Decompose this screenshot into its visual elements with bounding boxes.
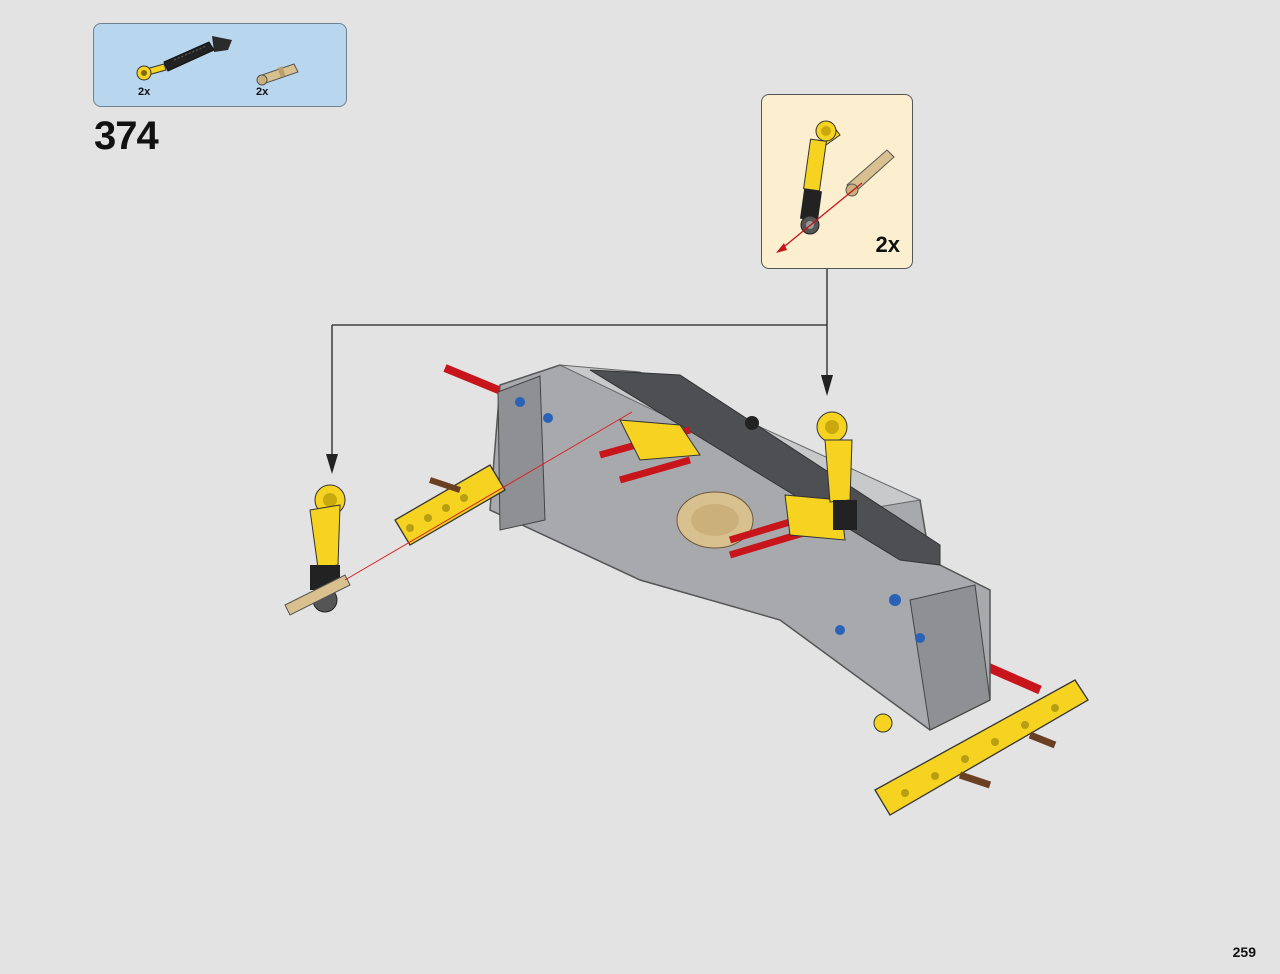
step-number: 374 (94, 114, 159, 158)
tan-axle-pin-icon (256, 63, 299, 86)
arrow-down-left-icon (326, 454, 338, 474)
part-quantity-2: 2x (256, 86, 269, 98)
parts-list-box: 2x 2x (93, 23, 347, 107)
right-shock-absorber (816, 411, 857, 530)
callout-quantity: 2x (875, 232, 900, 257)
part-quantity-1: 2x (138, 86, 151, 98)
yellow-shock-absorber-icon (136, 36, 232, 81)
parts-list-illustration (136, 36, 299, 86)
callout-red-arrow (779, 182, 863, 251)
callout-illustration (776, 120, 895, 253)
callout-connector-lines (331, 269, 828, 460)
callout-arrow-head (776, 243, 787, 253)
left-shock-absorber (284, 484, 351, 616)
chassis-assembly (443, 364, 1042, 731)
yellow-beam-left (394, 464, 506, 546)
arrow-down-right-icon (821, 375, 833, 396)
page-number: 259 (1232, 944, 1256, 960)
insertion-guide-line (344, 411, 633, 581)
sub-assembly-callout: 2x (761, 94, 913, 269)
yellow-beam-right (873, 679, 1089, 816)
